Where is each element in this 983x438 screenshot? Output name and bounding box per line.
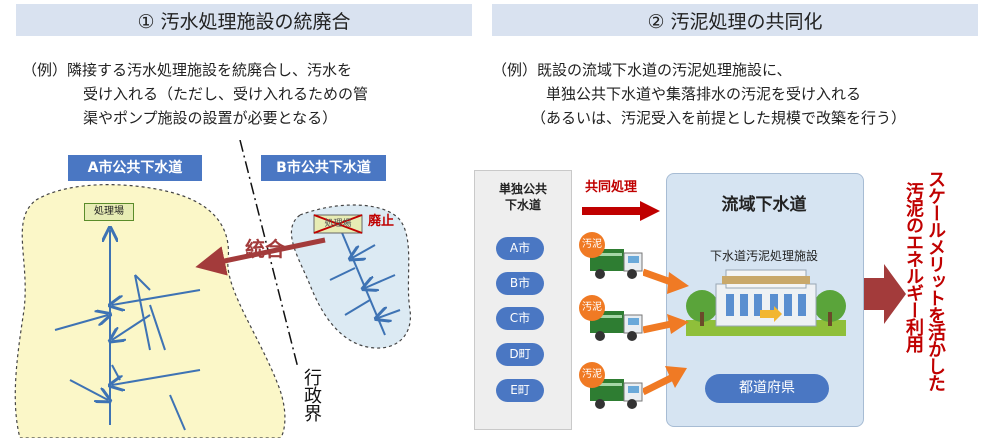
left-description-line-2: 受け入れる（ただし、受け入れるための管	[83, 85, 369, 103]
branch-pipe	[112, 289, 201, 305]
right-section-header: ② 汚泥処理の共同化	[492, 4, 978, 36]
orange-arrow	[667, 272, 689, 294]
merge-diagram	[14, 140, 411, 438]
abolish-label: 廃止	[368, 214, 395, 229]
joint-arrow-icon	[582, 201, 660, 221]
orange-arrow	[643, 268, 673, 286]
city-b-label: B市公共下水道	[261, 155, 386, 181]
single-sewer-title-line-1: 単独公共	[498, 182, 547, 196]
city-a-label: A市公共下水道	[68, 155, 202, 181]
branch-pipe	[149, 304, 166, 351]
right-header-text: ② 汚泥処理の共同化	[647, 10, 823, 33]
right-description-line-1: （例）既設の流域下水道の汚泥処理施設に、	[492, 61, 792, 79]
branch-pipe	[134, 274, 151, 351]
sludge-badge: 汚泥	[579, 362, 605, 388]
single-sewer-title-line-2: 下水道	[504, 198, 541, 212]
output-arrow-icon	[864, 264, 906, 324]
municipality-pill: E町	[496, 379, 544, 402]
left-header-text: ① 汚水処理施設の統廃合	[137, 10, 351, 33]
right-description-line-2: 単独公共下水道や集落排水の汚泥を受け入れる	[546, 85, 862, 103]
municipality-pill: D町	[496, 343, 544, 366]
branch-pipe	[352, 244, 376, 258]
left-description-line-3: 渠やポンプ施設の設置が必要となる）	[83, 109, 338, 127]
basin-sewer-title: 流域下水道	[721, 195, 807, 215]
city-a-area	[14, 184, 286, 438]
municipality-pill: A市	[496, 237, 544, 260]
facility-label: 下水道汚泥処理施設	[709, 249, 818, 263]
sludge-badge: 汚泥	[579, 232, 605, 258]
merge-arrow	[195, 237, 326, 276]
municipality-pill: B市	[496, 272, 544, 295]
merge-label: 統合	[245, 237, 285, 261]
left-description-line-1: （例）隣接する汚水処理施設を統廃合し、汚水を	[22, 61, 353, 79]
branch-pipe	[378, 310, 401, 318]
orange-arrow	[665, 366, 687, 388]
branch-pipe	[112, 369, 201, 385]
municipality-pill: C市	[496, 307, 544, 330]
sludge-badge: 汚泥	[579, 295, 605, 321]
branch-pipe	[329, 267, 356, 281]
boundary-label: 行政界	[301, 368, 322, 422]
abolish-cross-icon	[313, 214, 363, 234]
left-section-header: ① 汚水処理施設の統廃合	[16, 4, 472, 36]
branch-pipe	[69, 379, 108, 400]
treatment-facility-icon	[686, 269, 846, 336]
branch-pipe	[134, 274, 151, 291]
orange-arrow	[643, 374, 673, 396]
prefecture-label: 都道府県	[705, 374, 829, 403]
orange-arrow	[667, 314, 689, 334]
sludge-transport-arrows	[643, 268, 689, 396]
joint-processing-label: 共同処理	[585, 180, 638, 195]
branch-pipe	[54, 315, 108, 331]
right-description-line-3: （あるいは、汚泥受入を前提とした規模で改築を行う）	[531, 109, 907, 127]
branch-pipe	[365, 274, 396, 288]
branch-pipe	[169, 394, 186, 431]
treatment-plant-b: 処理場	[324, 219, 352, 229]
orange-arrow	[643, 320, 672, 334]
scale-merit-text-1: スケールメリットを活かした	[925, 170, 946, 391]
single-sewer-title: 単独公共 下水道	[475, 181, 571, 213]
scale-merit-text-2: 汚泥のエネルギー利用	[903, 182, 924, 352]
branch-pipe	[344, 299, 371, 316]
treatment-plant-a: 処理場	[84, 203, 134, 221]
